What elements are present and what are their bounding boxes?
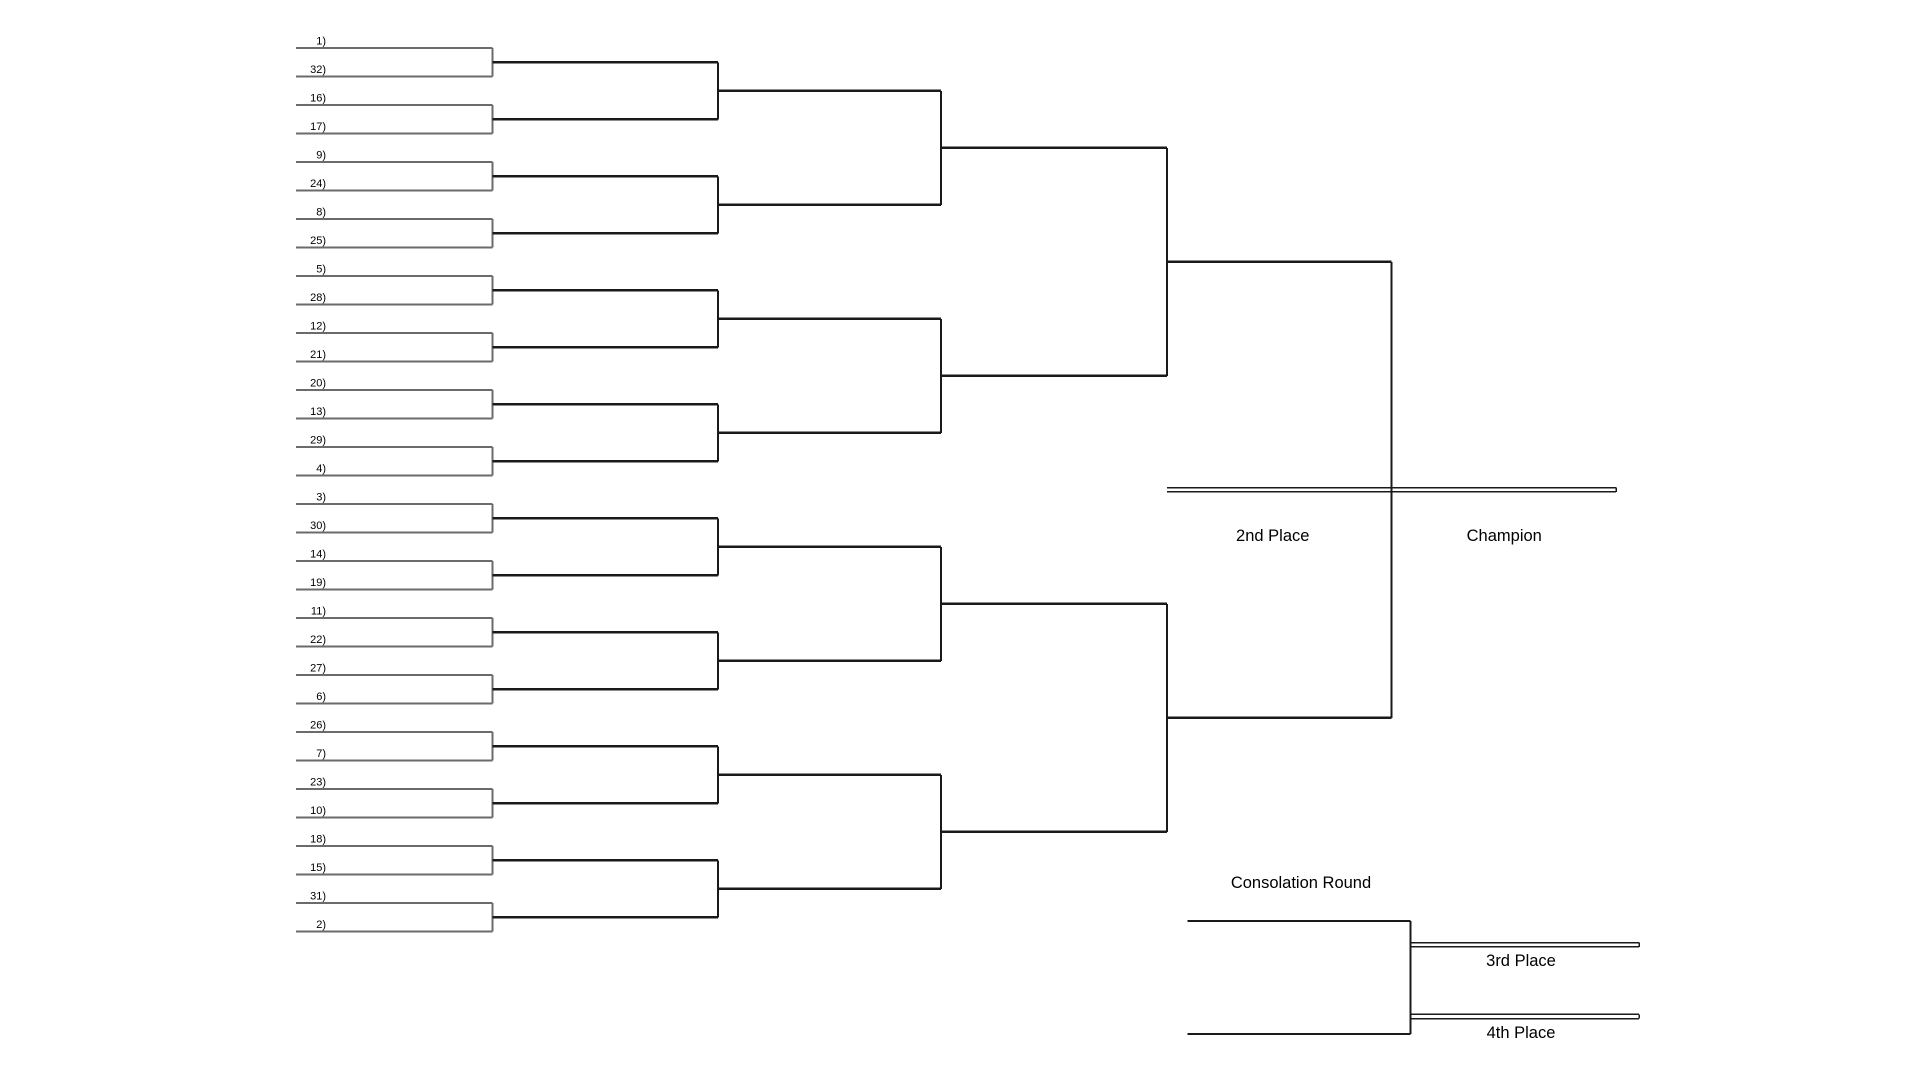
seed-label: 20) [310, 378, 326, 390]
consolation-round-title: Consolation Round [1231, 874, 1371, 892]
seed-label: 9) [316, 150, 326, 162]
seed-label: 4) [316, 463, 326, 475]
seed-label: 27) [310, 663, 326, 675]
third-place-label: 3rd Place [1486, 952, 1556, 970]
seed-label: 17) [310, 121, 326, 133]
seed-label: 16) [310, 93, 326, 105]
seed-label: 25) [310, 235, 326, 247]
seed-label: 8) [316, 207, 326, 219]
seed-label: 6) [316, 691, 326, 703]
seed-label: 31) [310, 891, 326, 903]
seed-label: 19) [310, 577, 326, 589]
seed-label: 23) [310, 777, 326, 789]
seed-label: 5) [316, 264, 326, 276]
seed-label: 26) [310, 720, 326, 732]
seed-label: 32) [310, 64, 326, 76]
fourth-place-label: 4th Place [1487, 1024, 1556, 1042]
seed-label: 24) [310, 178, 326, 190]
seed-label: 2) [316, 919, 326, 931]
second-place-label: 2nd Place [1236, 527, 1309, 545]
seed-label: 13) [310, 406, 326, 418]
seed-label: 30) [310, 520, 326, 532]
seed-label: 21) [310, 349, 326, 361]
seed-label: 15) [310, 862, 326, 874]
seed-label: 3) [316, 492, 326, 504]
champion-label: Champion [1467, 527, 1542, 545]
seed-label: 22) [310, 634, 326, 646]
seed-label: 10) [310, 805, 326, 817]
seed-label: 14) [310, 549, 326, 561]
seed-label: 1) [316, 36, 326, 48]
seed-label: 18) [310, 834, 326, 846]
seed-label: 29) [310, 435, 326, 447]
seed-label: 7) [316, 748, 326, 760]
seed-label: 12) [310, 321, 326, 333]
seed-label: 11) [311, 606, 326, 618]
seed-label: 28) [310, 292, 326, 304]
